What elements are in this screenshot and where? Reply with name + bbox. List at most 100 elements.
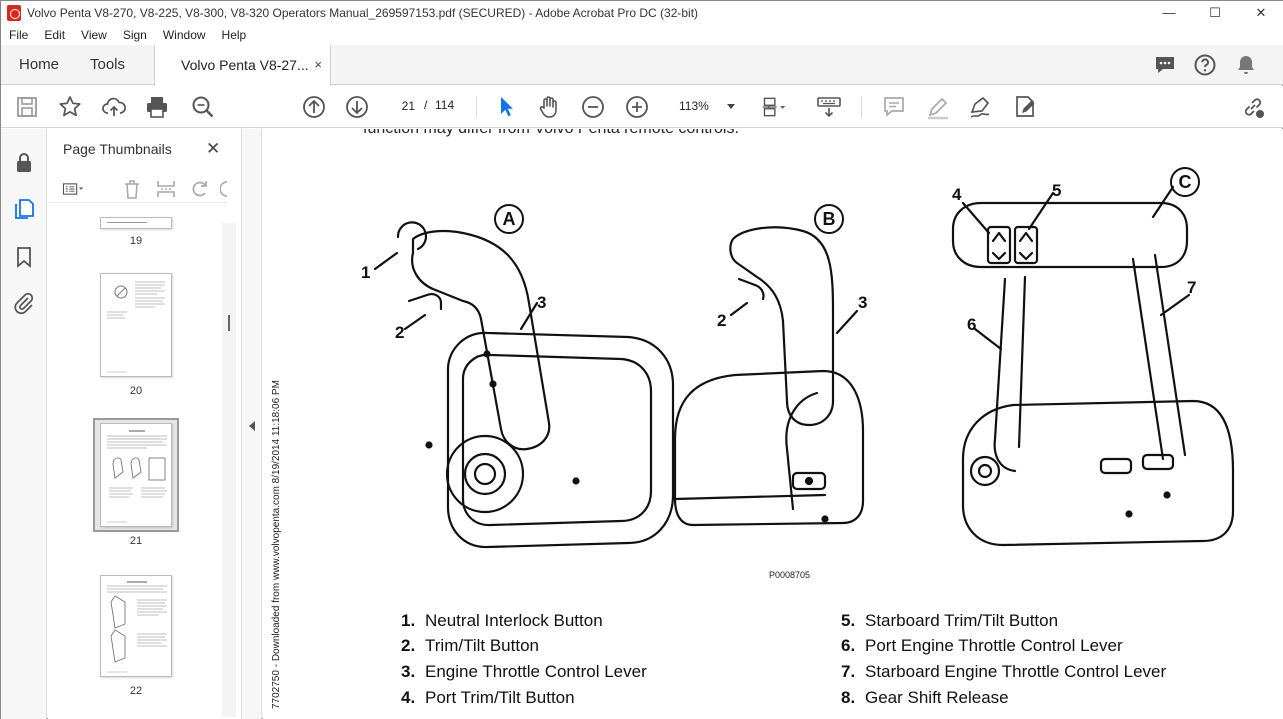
window-title: Volvo Penta V8-270, V8-225, V8-300, V8-3… [27, 6, 699, 20]
toolbar-divider [861, 96, 862, 118]
page-thumbnail-20[interactable] [100, 273, 172, 377]
next-page-icon[interactable] [344, 94, 370, 120]
acrobat-pdf-icon [7, 5, 21, 21]
thumbnail-label-22: 22 [129, 685, 143, 697]
close-window-button[interactable]: ✕ [1255, 5, 1267, 20]
menu-edit[interactable]: Edit [44, 28, 66, 42]
legend-item: 3.Engine Throttle Control Lever [401, 662, 647, 681]
thumbnail-label-20: 20 [129, 385, 143, 397]
chevron-down-icon [727, 104, 735, 109]
document-view[interactable]: function may differ from Volvo Penta rem… [263, 129, 1283, 719]
callout-number: 5 [1052, 181, 1062, 200]
search-zoom-icon[interactable] [190, 94, 216, 120]
callout-number: 3 [537, 293, 547, 312]
page-thumbnails-icon[interactable] [12, 197, 36, 221]
collapse-panel-arrow-icon[interactable] [249, 421, 255, 431]
edit-pdf-icon[interactable] [1012, 94, 1038, 120]
tab-document[interactable]: Volvo Penta V8-27... × [154, 45, 331, 86]
thumbnail-label-21: 21 [129, 535, 143, 547]
page-thumbnails-panel: Page Thumbnails ✕ 19 [48, 129, 241, 719]
menu-bar: File Edit View Sign Window Help [1, 25, 1283, 45]
page-thumbnail-22[interactable] [100, 575, 172, 677]
scrollbar-grip[interactable] [228, 315, 230, 331]
window-controls: — ☐ ✕ [1146, 1, 1283, 25]
legend-item: 5.Starboard Trim/Tilt Button [841, 611, 1059, 630]
fill-sign-icon[interactable] [968, 94, 994, 120]
document-body-text: function may differ from Volvo Penta rem… [363, 129, 739, 138]
add-comment-icon[interactable] [881, 94, 907, 120]
left-navigation-rail [1, 129, 47, 719]
attachments-icon[interactable] [12, 291, 36, 315]
insert-page-icon[interactable] [155, 178, 177, 200]
keyboard-scroll-icon[interactable] [816, 94, 842, 120]
rotate-page-cw-icon[interactable] [220, 178, 228, 200]
toolbar-divider [476, 96, 477, 118]
bookmarks-icon[interactable] [12, 245, 36, 269]
help-icon[interactable] [1193, 53, 1217, 77]
tab-document-label: Volvo Penta V8-27... [181, 57, 309, 73]
thumbnail-scrollbar[interactable] [222, 223, 236, 717]
hand-tool-icon[interactable] [536, 94, 562, 120]
save-icon[interactable] [14, 94, 40, 120]
page-thumbnail-21[interactable] [100, 423, 172, 527]
tab-bar: Home Tools Volvo Penta V8-27... × [1, 45, 1283, 86]
panel-splitter[interactable] [241, 129, 262, 719]
upload-cloud-icon[interactable] [101, 94, 127, 120]
rotate-page-icon[interactable] [189, 178, 211, 200]
figure-label-b: B [814, 204, 844, 234]
callout-number: 3 [858, 293, 868, 312]
thumbnail-toolbar [48, 173, 228, 203]
zoom-out-icon[interactable] [580, 94, 606, 120]
print-icon[interactable] [144, 94, 170, 120]
menu-help[interactable]: Help [221, 28, 247, 42]
title-bar: Volvo Penta V8-270, V8-225, V8-300, V8-3… [1, 1, 1283, 25]
minimize-button[interactable]: — [1162, 5, 1176, 20]
tab-tools[interactable]: Tools [90, 56, 126, 73]
figure-code: P0008705 [769, 570, 811, 580]
callout-number: 1 [361, 263, 371, 282]
tab-close-icon[interactable]: × [314, 57, 322, 72]
panel-title: Page Thumbnails [63, 141, 172, 157]
tab-home[interactable]: Home [19, 56, 60, 73]
menu-file[interactable]: File [9, 28, 29, 42]
delete-page-icon[interactable] [121, 178, 143, 200]
callout-number: 6 [967, 315, 977, 334]
remote-control-illustration [373, 185, 1235, 549]
current-page-input[interactable] [387, 95, 421, 117]
previous-page-icon[interactable] [301, 94, 327, 120]
maximize-button[interactable]: ☐ [1209, 5, 1221, 20]
page-display-icon[interactable] [761, 94, 787, 120]
thumbnail-label-19: 19 [129, 235, 143, 247]
legend-item: 2.Trim/Tilt Button [401, 636, 539, 655]
menu-view[interactable]: View [81, 28, 107, 42]
callout-number: 7 [1187, 278, 1197, 297]
share-link-icon[interactable] [1240, 94, 1266, 120]
notification-bell-icon[interactable] [1234, 53, 1258, 77]
comment-bubble-icon[interactable] [1153, 53, 1177, 77]
figure-label-a: A [494, 204, 524, 234]
panel-close-icon[interactable]: ✕ [206, 139, 221, 158]
select-cursor-icon[interactable] [493, 94, 519, 120]
legend-item: 7.Starboard Engine Throttle Control Leve… [841, 662, 1167, 681]
legend-item: 8.Gear Shift Release [841, 688, 1009, 707]
main-toolbar: / 114 113% [1, 86, 1283, 128]
menu-window[interactable]: Window [162, 28, 206, 42]
zoom-level-value: 113% [679, 99, 709, 113]
thumbnail-options-icon[interactable] [62, 178, 84, 200]
figure-label-c: C [1170, 167, 1200, 197]
zoom-in-icon[interactable] [624, 94, 650, 120]
thumbnail-page-preview [107, 281, 165, 373]
bookmark-star-icon[interactable] [57, 94, 83, 120]
lock-icon[interactable] [12, 151, 36, 175]
highlight-pen-icon[interactable] [925, 94, 951, 120]
callout-number: 2 [717, 311, 727, 330]
callout-number: 2 [395, 323, 405, 342]
thumbnail-page-preview [107, 430, 167, 523]
legend-item: 4.Port Trim/Tilt Button [401, 688, 575, 707]
total-pages: 114 [435, 98, 455, 112]
menu-sign[interactable]: Sign [122, 28, 147, 42]
zoom-level-dropdown[interactable]: 113% [671, 95, 743, 117]
page-separator: / [424, 98, 428, 112]
page-thumbnail-19[interactable] [100, 217, 172, 229]
thumbnail-page-preview [107, 581, 167, 673]
